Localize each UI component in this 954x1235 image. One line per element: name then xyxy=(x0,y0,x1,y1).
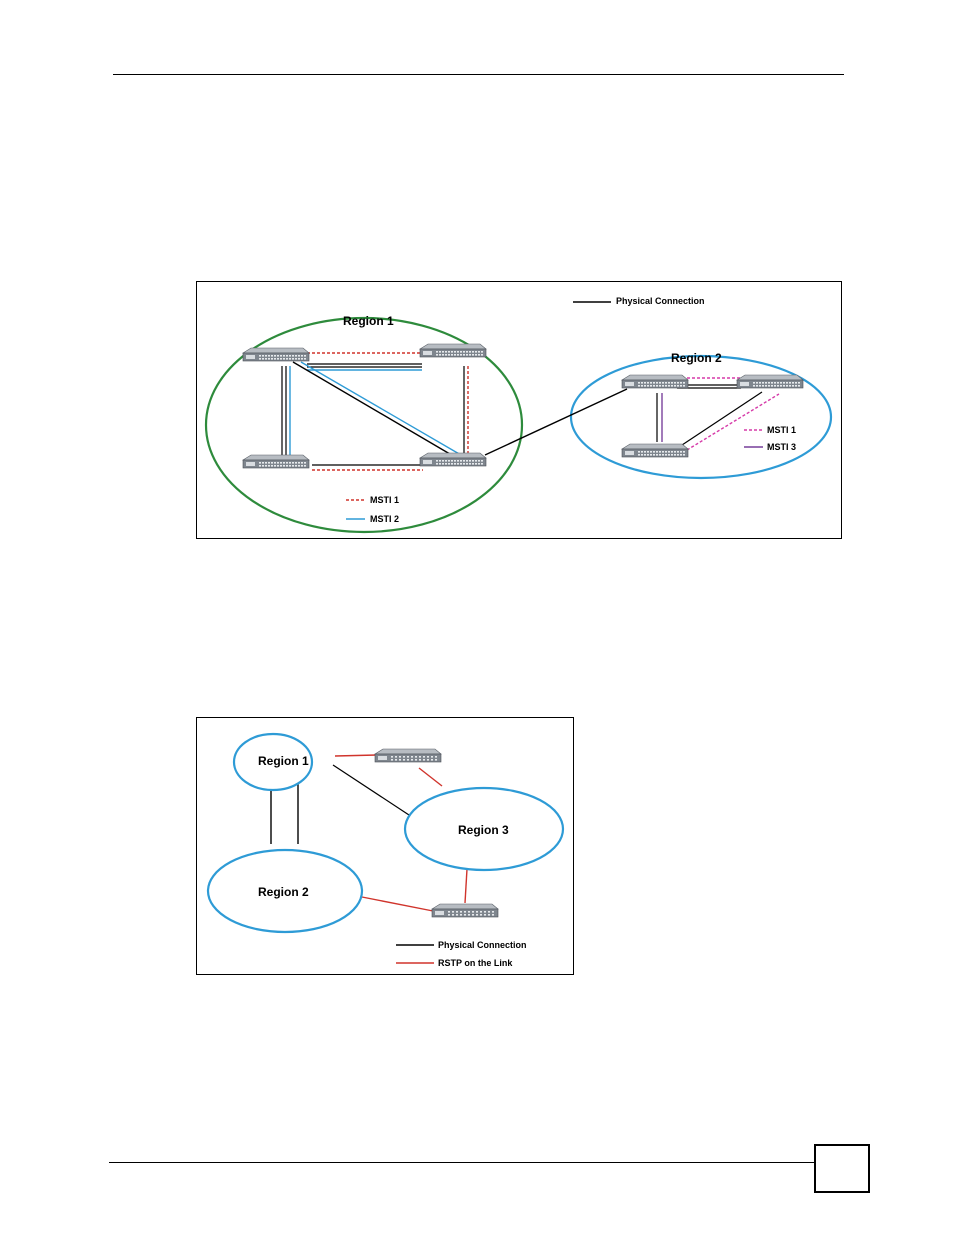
region2-label: Region 2 xyxy=(671,351,722,365)
legend-physical-label: Physical Connection xyxy=(616,296,705,306)
switch-icon xyxy=(420,453,486,466)
rstp-link xyxy=(335,755,377,756)
switch-icon xyxy=(432,904,498,917)
switch-icon xyxy=(243,348,309,361)
switch-icon xyxy=(243,455,309,468)
switch-icon xyxy=(622,375,688,388)
rstp-regions-figure: Region 1 Region 2 Region 3 Physical Conn… xyxy=(196,717,574,975)
region1-links xyxy=(282,353,468,470)
legend-physical-label: Physical Connection xyxy=(438,940,527,950)
footer-rule xyxy=(109,1162,815,1163)
legend-msti3-label: MSTI 3 xyxy=(767,442,796,452)
switch-icon xyxy=(375,749,441,762)
region1-label: Region 1 xyxy=(258,754,309,768)
rstp-link xyxy=(362,897,433,911)
rstp-regions-diagram: Region 1 Region 2 Region 3 Physical Conn… xyxy=(197,718,575,976)
region2-links xyxy=(657,378,779,450)
mstp-regions-diagram: Physical Connection Region 1 Region 2 MS… xyxy=(197,282,843,540)
region2-label: Region 2 xyxy=(258,885,309,899)
rstp-link xyxy=(419,768,442,786)
region3-label: Region 3 xyxy=(458,823,509,837)
switch-icon xyxy=(622,444,688,457)
legend-msti2-label: MSTI 2 xyxy=(370,514,399,524)
switch-icon xyxy=(420,344,486,357)
region2-ring xyxy=(571,356,831,478)
legend-r2-msti1-label: MSTI 1 xyxy=(767,425,796,435)
mstp-regions-figure: Physical Connection Region 1 Region 2 MS… xyxy=(196,281,842,539)
inter-region-link xyxy=(485,389,627,455)
physical-link xyxy=(333,765,409,815)
legend-msti1-label: MSTI 1 xyxy=(370,495,399,505)
region1-label: Region 1 xyxy=(343,314,394,328)
legend-rstp-label: RSTP on the Link xyxy=(438,958,513,968)
rstp-link xyxy=(465,869,467,903)
switch-icon xyxy=(737,375,803,388)
page-number-box xyxy=(814,1144,870,1193)
header-rule xyxy=(113,74,844,75)
